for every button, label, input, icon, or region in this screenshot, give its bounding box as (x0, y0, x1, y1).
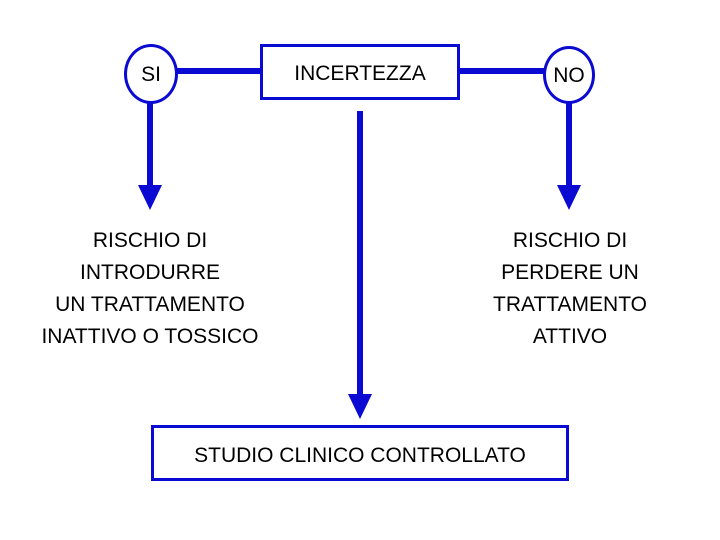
right-risk-line: RISCHIO DI (512, 229, 628, 252)
left-risk-line: INATTIVO O TOSSICO (41, 325, 259, 348)
left-risk-line: UN TRATTAMENTO (55, 293, 245, 316)
left-risk-line: INTRODURRE (80, 261, 220, 284)
yes-label: SI (141, 62, 161, 86)
uncertainty-box: INCERTEZZA (260, 44, 460, 100)
right-risk-line: ATTIVO (532, 325, 608, 348)
arrow-no-to-right-risk (557, 103, 581, 210)
arrow-si-to-left-risk (138, 103, 162, 210)
controlled-study-box: STUDIO CLINICO CONTROLLATO (151, 425, 569, 481)
arrow-incertezza-to-study (348, 111, 372, 419)
no-label: NO (553, 63, 585, 87)
right-risk-line: TRATTAMENTO (493, 293, 647, 316)
uncertainty-label: INCERTEZZA (294, 62, 426, 85)
right-risk-line: PERDERE UN (501, 261, 639, 284)
no-node: NO (543, 46, 595, 104)
right-risk-text: RISCHIO DI PERDERE UN TRATTAMENTO ATTIVO (450, 225, 690, 353)
left-risk-text: RISCHIO DI INTRODURRE UN TRATTAMENTO INA… (10, 225, 290, 353)
left-risk-line: RISCHIO DI (92, 229, 208, 252)
yes-node: SI (124, 44, 178, 104)
controlled-study-label: STUDIO CLINICO CONTROLLATO (194, 444, 526, 467)
